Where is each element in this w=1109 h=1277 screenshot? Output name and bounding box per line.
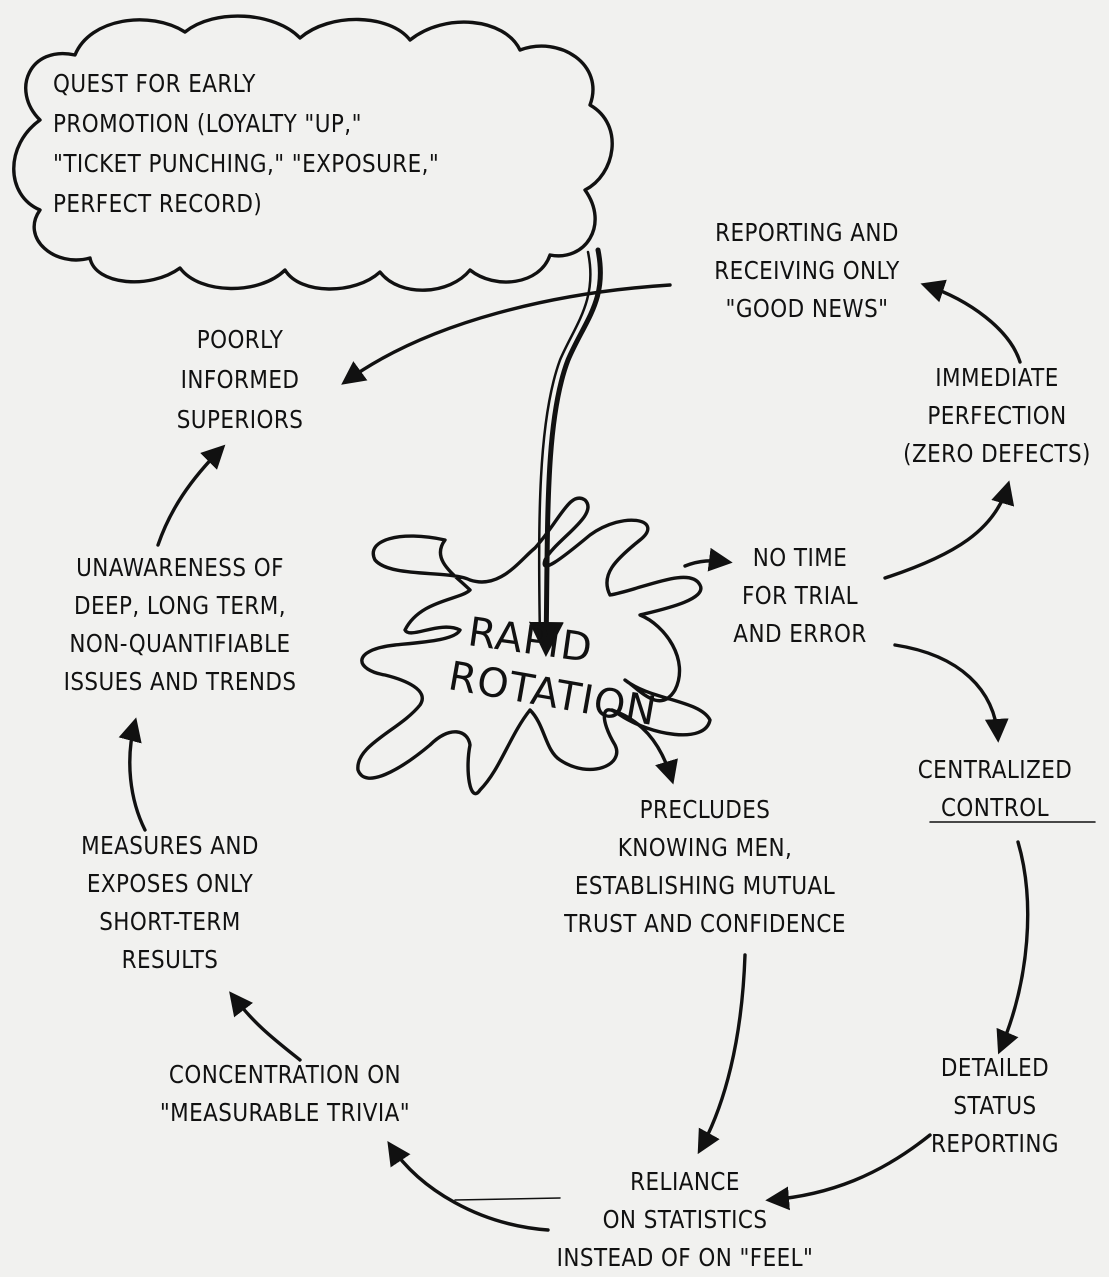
arrow-reliance-to-concentration — [387, 1141, 550, 1232]
node-notime: NO TIME FOR TRIAL AND ERROR — [733, 543, 867, 648]
arrow-burst-to-precludes — [610, 708, 678, 785]
cloud-stem — [528, 247, 603, 657]
arrow-centralized-to-detailed — [996, 840, 1030, 1055]
node-unawareness: UNAWARENESS OF DEEP, LONG TERM, NON-QUAN… — [63, 553, 297, 696]
burst-shape — [356, 496, 712, 795]
node-reporting: REPORTING AND RECEIVING ONLY "GOOD NEWS" — [714, 218, 900, 323]
node-poorly: POORLY INFORMED SUPERIORS — [176, 325, 304, 434]
arrow-burst-to-notime — [683, 547, 733, 572]
arrow-detailed-to-reliance — [765, 1133, 932, 1211]
cloud-shape — [12, 14, 614, 292]
arrow-precludes-to-reliance — [697, 953, 747, 1155]
arrow-reporting-to-poorly — [341, 283, 672, 385]
node-precludes: PRECLUDES KNOWING MEN, ESTABLISHING MUTU… — [564, 795, 846, 938]
cloud-stem-inner — [537, 250, 592, 642]
arrow-notime-to-immediate — [883, 480, 1015, 580]
node-centralized: CENTRALIZED CONTROL — [917, 755, 1073, 822]
arrow-concentration-to-measures — [229, 991, 302, 1062]
node-reliance: RELIANCE ON STATISTICS INSTEAD OF ON "FE… — [556, 1167, 814, 1272]
arrow-immediate-to-reporting — [920, 279, 1022, 364]
node-concentration: CONCENTRATION ON "MEASURABLE TRIVIA" — [159, 1060, 411, 1127]
node-quest: QUEST FOR EARLY PROMOTION (LOYALTY "UP,"… — [53, 69, 440, 218]
arrow-unawareness-to-poorly — [156, 444, 226, 547]
node-immediate: IMMEDIATE PERFECTION (ZERO DEFECTS) — [903, 363, 1091, 468]
arrow-measures-to-unawareness — [118, 717, 147, 832]
underline-reliance — [454, 1197, 561, 1201]
node-measures: MEASURES AND EXPOSES ONLY SHORT-TERM RES… — [81, 831, 259, 974]
arrow-notime-to-centralized — [893, 643, 1009, 743]
node-detailed: DETAILED STATUS REPORTING — [931, 1053, 1059, 1158]
